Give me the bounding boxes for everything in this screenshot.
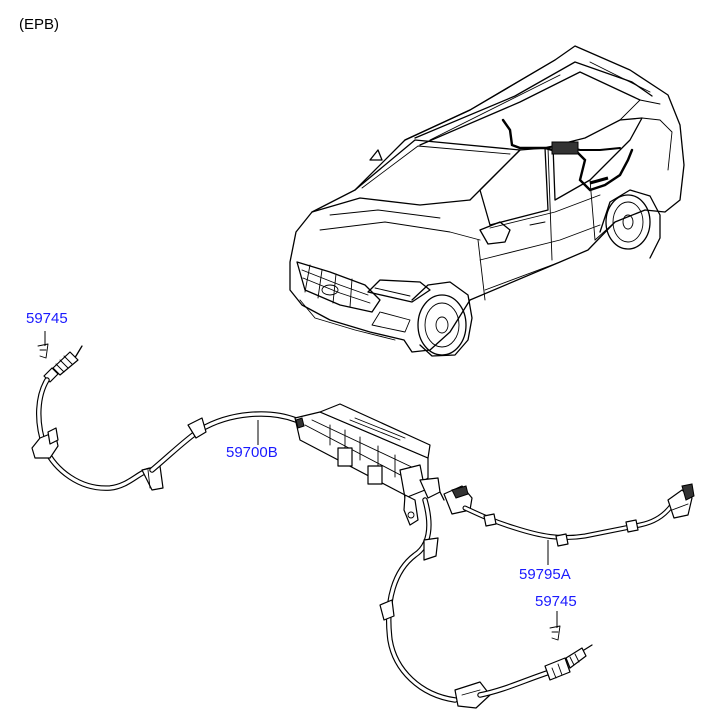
callout-59745-right[interactable]: 59745 (535, 593, 577, 610)
callout-59700b[interactable]: 59700B (226, 444, 278, 461)
vehicle-illustration (289, 45, 685, 357)
callout-59745-left[interactable]: 59745 (26, 310, 68, 327)
wiring-harness (439, 483, 695, 547)
epb-actuator-unit (294, 403, 441, 526)
left-cable-assembly (31, 345, 299, 491)
callout-59795a[interactable]: 59795A (519, 566, 571, 583)
diagram-title: (EPB) (19, 16, 60, 33)
callout-leaders (37, 331, 561, 641)
right-cable-assembly (379, 497, 593, 709)
